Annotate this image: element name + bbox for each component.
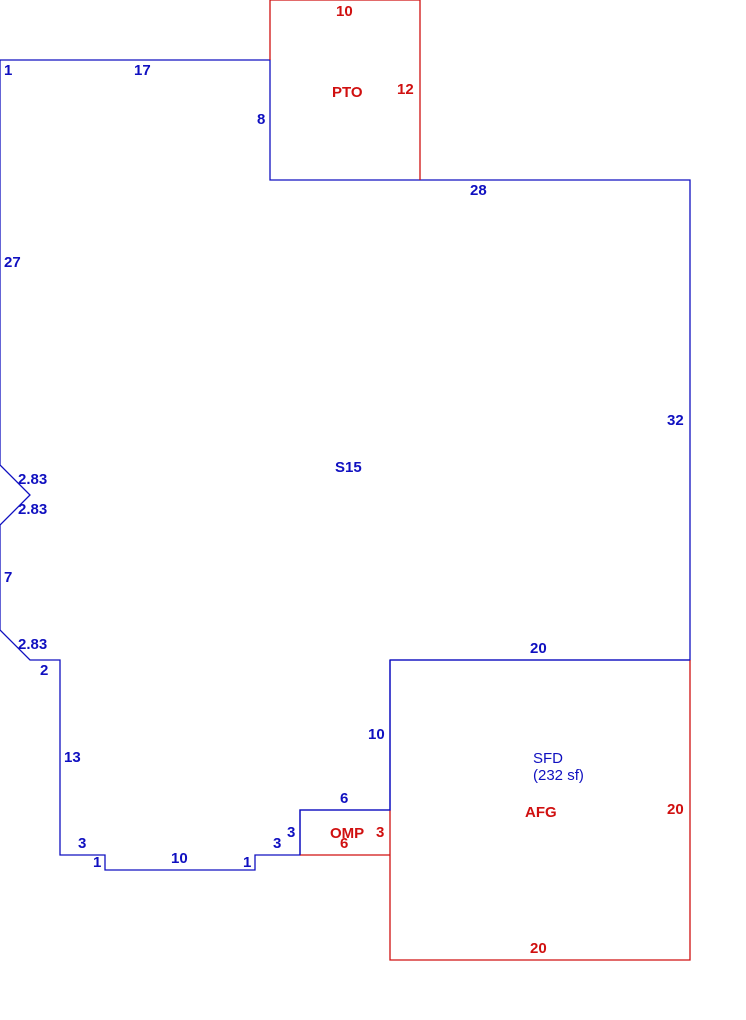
sfd-title: SFD <box>533 750 563 767</box>
dim-garage-inner: 10 <box>368 726 385 743</box>
dim-bay-lower: 2.83 <box>18 501 47 518</box>
dim-left-upper: 27 <box>4 254 21 271</box>
garage-label: AFG <box>525 804 557 821</box>
dim-garage-top: 20 <box>530 640 547 657</box>
dim-patio-top: 10 <box>336 3 353 20</box>
dim-bay-upper: 2.83 <box>18 471 47 488</box>
patio-label: PTO <box>332 84 363 101</box>
dim-notch-left: 1 <box>93 854 101 871</box>
dim-garage-right: 20 <box>667 801 684 818</box>
dim-bottom-mid: 10 <box>171 850 188 867</box>
dim-porch-bottom: 6 <box>340 835 348 852</box>
dim-porch-top: 6 <box>340 790 348 807</box>
sfd-area: (232 sf) <box>533 767 584 784</box>
dim-top-right-run: 28 <box>470 182 487 199</box>
dim-top-left-run: 17 <box>134 62 151 79</box>
garage-shared-wall <box>299 659 690 855</box>
dim-left-wing: 13 <box>64 749 81 766</box>
main-area-label: S15 <box>335 459 362 476</box>
dim-right-side: 32 <box>667 412 684 429</box>
dim-bottom-right: 3 <box>273 835 281 852</box>
dim-garage-bottom: 20 <box>530 940 547 957</box>
dim-angle-lower: 2.83 <box>18 636 47 653</box>
main-area-outline <box>0 59 691 871</box>
dim-patio-right: 12 <box>397 81 414 98</box>
garage-outline <box>389 660 691 961</box>
dim-porch-left: 3 <box>287 824 295 841</box>
dim-bottom-left: 3 <box>78 835 86 852</box>
dim-top-left-corner: 1 <box>4 62 12 79</box>
patio-outline <box>269 0 421 180</box>
dim-step-in: 2 <box>40 662 48 679</box>
dim-porch-right: 3 <box>376 824 384 841</box>
porch-label: OMP <box>330 825 364 842</box>
dim-notch-right: 1 <box>243 854 251 871</box>
dim-left-lower: 7 <box>4 569 12 586</box>
dim-patio-side: 8 <box>257 111 265 128</box>
